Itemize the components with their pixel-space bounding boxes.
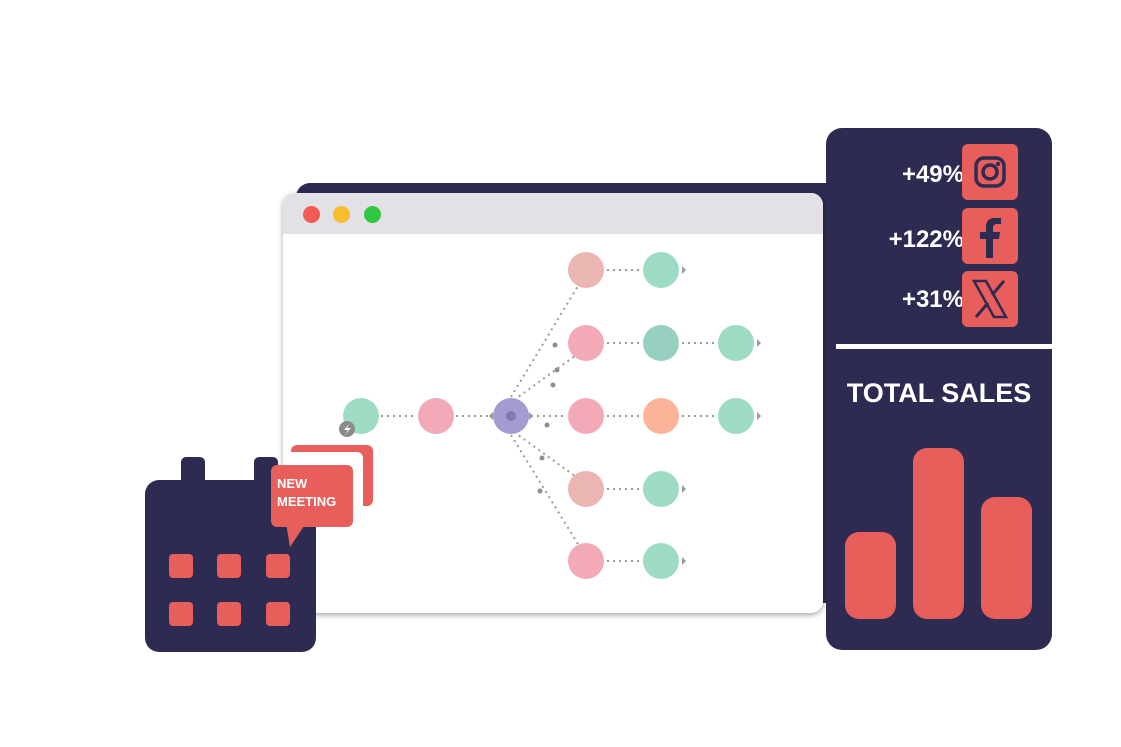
connector-dots xyxy=(537,342,560,494)
workflow-node[interactable] xyxy=(568,325,604,361)
calendar-day xyxy=(266,554,290,578)
x-icon[interactable] xyxy=(962,271,1018,327)
instagram-icon[interactable] xyxy=(962,144,1018,200)
new-meeting-line1: NEW xyxy=(277,476,308,491)
workflow-node[interactable] xyxy=(568,252,604,288)
calendar-day xyxy=(266,602,290,626)
workflow-node[interactable] xyxy=(568,398,604,434)
window-titlebar xyxy=(283,193,823,234)
workflow-connectors xyxy=(375,269,716,562)
browser-window xyxy=(283,193,823,613)
total-sales-title: TOTAL SALES xyxy=(846,378,1032,408)
calendar-day xyxy=(169,602,193,626)
node-ports xyxy=(489,266,761,565)
workflow-node[interactable] xyxy=(418,398,454,434)
sales-bar xyxy=(981,497,1032,619)
facebook-growth-value: +122% xyxy=(888,226,964,253)
workflow-node[interactable] xyxy=(718,398,754,434)
x-growth-value: +31% xyxy=(901,286,964,313)
panel-divider xyxy=(836,344,1052,349)
close-window-button[interactable] xyxy=(303,206,320,223)
workflow-node[interactable] xyxy=(643,543,679,579)
calendar-day xyxy=(217,602,241,626)
workflow-node[interactable] xyxy=(568,543,604,579)
workflow-node[interactable] xyxy=(643,325,679,361)
workflow-node[interactable] xyxy=(643,471,679,507)
workflow-nodes xyxy=(339,252,754,579)
maximize-window-button[interactable] xyxy=(364,206,381,223)
facebook-icon[interactable] xyxy=(962,208,1018,264)
workflow-node[interactable] xyxy=(643,398,679,434)
minimize-window-button[interactable] xyxy=(333,206,350,223)
total-sales-panel: +49% +122% +31% TOTAL SALES xyxy=(826,128,1052,650)
sales-bar xyxy=(845,532,896,619)
instagram-growth-value: +49% xyxy=(901,161,964,188)
workflow-diagram xyxy=(339,252,761,579)
calendar-day xyxy=(217,554,241,578)
calendar-day xyxy=(169,554,193,578)
workflow-node[interactable] xyxy=(568,471,604,507)
bubble-tail xyxy=(286,523,306,547)
workflow-node[interactable] xyxy=(643,252,679,288)
new-meeting-bubble[interactable] xyxy=(271,465,353,527)
workflow-node[interactable] xyxy=(718,325,754,361)
new-meeting-label: NEW MEETING xyxy=(277,475,353,511)
new-meeting-line2: MEETING xyxy=(277,494,337,509)
sales-bar xyxy=(913,448,964,619)
